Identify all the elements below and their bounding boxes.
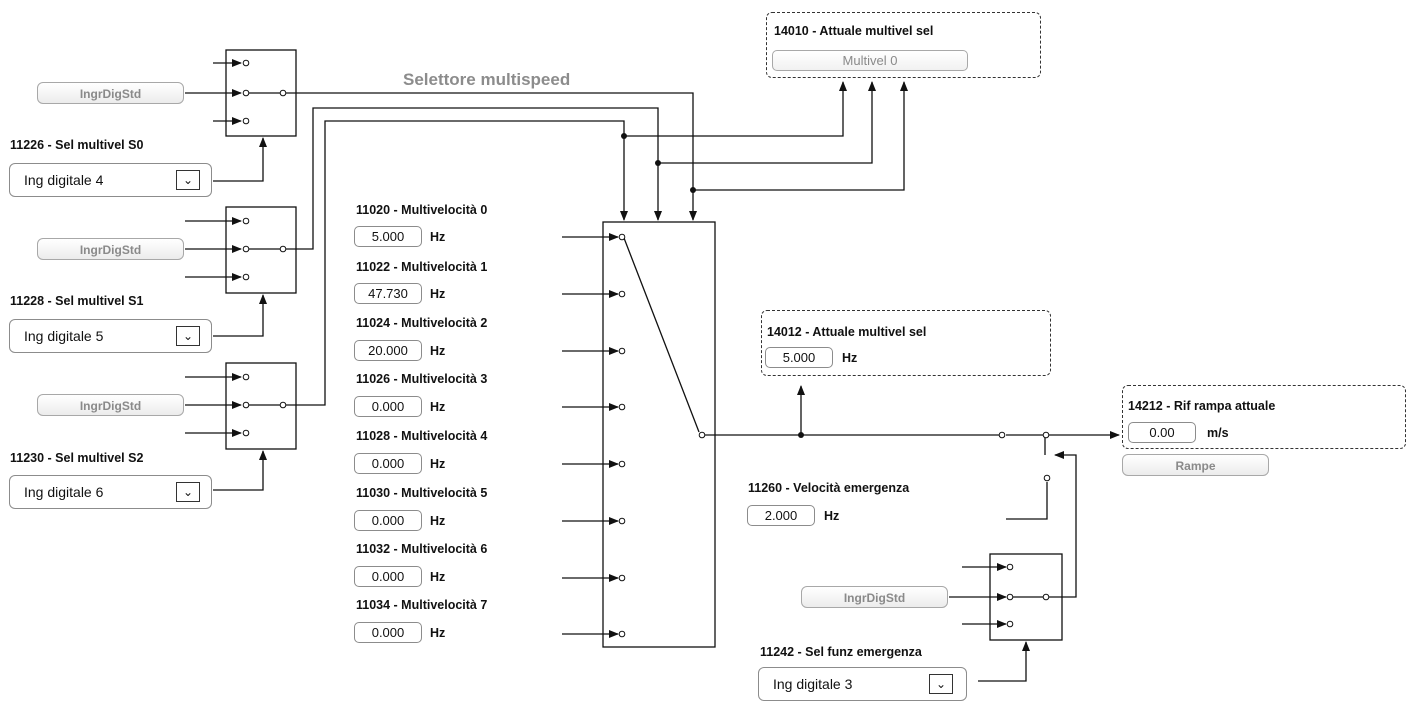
actual-multivel-sel-label: 14010 - Attuale multivel sel xyxy=(774,24,934,38)
multispeed-7-label: 11034 - Multivelocità 7 xyxy=(356,598,488,612)
multispeed-6-unit: Hz xyxy=(430,570,446,584)
sel-multivel-s1-select[interactable]: Ing digitale 5 ⌄ xyxy=(9,319,212,353)
multispeed-5-unit: Hz xyxy=(430,514,446,528)
ramp-ref-panel xyxy=(1122,385,1406,449)
ramp-ref-value: 0.00 xyxy=(1128,422,1196,443)
multispeed-7-unit: Hz xyxy=(430,626,446,640)
multispeed-5-input[interactable]: 0.000 xyxy=(354,510,422,531)
multispeed-3-input[interactable]: 0.000 xyxy=(354,396,422,417)
chevron-down-icon[interactable]: ⌄ xyxy=(176,170,200,190)
sel-multivel-s2-select[interactable]: Ing digitale 6 ⌄ xyxy=(9,475,212,509)
multispeed-5-label: 11030 - Multivelocità 5 xyxy=(356,486,488,500)
actual-multivel-speed-unit: Hz xyxy=(842,351,858,365)
multispeed-0-label: 11020 - Multivelocità 0 xyxy=(356,203,488,217)
multispeed-selector-box xyxy=(602,221,716,648)
multispeed-0-input[interactable]: 5.000 xyxy=(354,226,422,247)
sel-funz-emergenza-value: Ing digitale 3 xyxy=(773,676,853,692)
multispeed-1-unit: Hz xyxy=(430,287,446,301)
multispeed-1-label: 11022 - Multivelocità 1 xyxy=(356,260,488,274)
multispeed-0-unit: Hz xyxy=(430,230,446,244)
sel-multivel-s2-value: Ing digitale 6 xyxy=(24,484,104,500)
emergency-speed-input[interactable]: 2.000 xyxy=(747,505,815,526)
source-button-s0[interactable]: IngrDigStd xyxy=(37,82,184,104)
actual-multivel-speed-label: 14012 - Attuale multivel sel xyxy=(767,325,927,339)
sel-multivel-s0-select[interactable]: Ing digitale 4 ⌄ xyxy=(9,163,212,197)
chevron-down-icon[interactable]: ⌄ xyxy=(176,482,200,502)
multispeed-2-input[interactable]: 20.000 xyxy=(354,340,422,361)
source-button-s2[interactable]: IngrDigStd xyxy=(37,394,184,416)
sel-funz-emergenza-label: 11242 - Sel funz emergenza xyxy=(760,645,922,659)
actual-multivel-sel-value: Multivel 0 xyxy=(772,50,968,71)
multispeed-6-input[interactable]: 0.000 xyxy=(354,566,422,587)
actual-multivel-speed-value: 5.000 xyxy=(765,347,833,368)
multispeed-3-unit: Hz xyxy=(430,400,446,414)
multispeed-6-label: 11032 - Multivelocità 6 xyxy=(356,542,488,556)
sel-multivel-s0-label: 11226 - Sel multivel S0 xyxy=(10,138,144,152)
diagram-title: Selettore multispeed xyxy=(403,70,571,89)
sel-multivel-s1-label: 11228 - Sel multivel S1 xyxy=(10,294,144,308)
multispeed-2-unit: Hz xyxy=(430,344,446,358)
source-button-emergency[interactable]: IngrDigStd xyxy=(801,586,948,608)
multispeed-3-label: 11026 - Multivelocità 3 xyxy=(356,372,488,386)
sel-multivel-s1-value: Ing digitale 5 xyxy=(24,328,104,344)
multispeed-4-label: 11028 - Multivelocità 4 xyxy=(356,429,488,443)
actual-multivel-sel-panel xyxy=(766,12,1041,78)
rampe-button[interactable]: Rampe xyxy=(1122,454,1269,476)
chevron-down-icon[interactable]: ⌄ xyxy=(929,674,953,694)
multispeed-4-unit: Hz xyxy=(430,457,446,471)
ramp-ref-unit: m/s xyxy=(1207,426,1229,440)
multispeed-1-input[interactable]: 47.730 xyxy=(354,283,422,304)
actual-multivel-speed-panel xyxy=(761,310,1051,376)
source-button-s1[interactable]: IngrDigStd xyxy=(37,238,184,260)
sel-multivel-s0-value: Ing digitale 4 xyxy=(24,172,104,188)
sel-multivel-s2-label: 11230 - Sel multivel S2 xyxy=(10,451,144,465)
chevron-down-icon[interactable]: ⌄ xyxy=(176,326,200,346)
multispeed-2-label: 11024 - Multivelocità 2 xyxy=(356,316,488,330)
multispeed-4-input[interactable]: 0.000 xyxy=(354,453,422,474)
emergency-speed-unit: Hz xyxy=(824,509,840,523)
emergency-speed-label: 11260 - Velocità emergenza xyxy=(748,481,910,495)
ramp-ref-label: 14212 - Rif rampa attuale xyxy=(1128,399,1276,413)
sel-funz-emergenza-select[interactable]: Ing digitale 3 ⌄ xyxy=(758,667,967,701)
multispeed-7-input[interactable]: 0.000 xyxy=(354,622,422,643)
